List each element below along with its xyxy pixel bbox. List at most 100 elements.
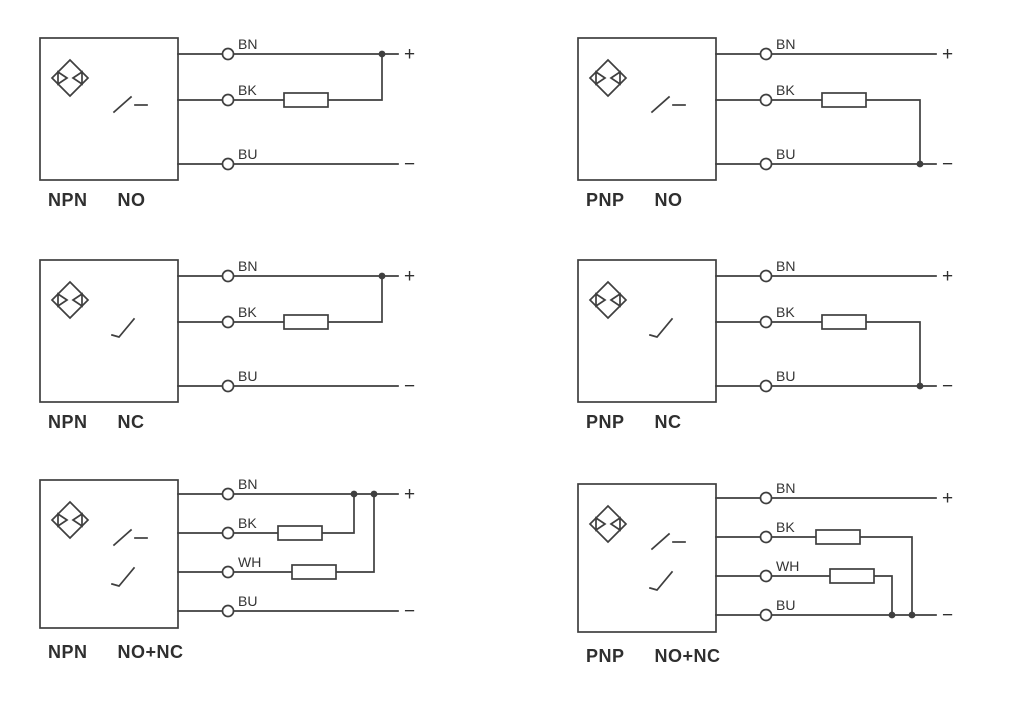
diagram-cell-pnp-no: BN BK BU + − PNP NO bbox=[576, 36, 1006, 211]
sensor-body bbox=[39, 259, 179, 403]
no-contact-icon bbox=[650, 532, 686, 551]
junction-dot bbox=[916, 382, 924, 390]
sensor-body bbox=[577, 259, 717, 403]
terminal-bu bbox=[759, 157, 773, 171]
load-resistor-no bbox=[277, 525, 323, 541]
no-contact-icon bbox=[112, 528, 148, 547]
nc-contact-icon bbox=[110, 317, 136, 338]
terminal-bk bbox=[759, 93, 773, 107]
diagram-cell-npn-no: BN BK BU + − NPN NO bbox=[38, 36, 468, 211]
plus-label: + bbox=[942, 488, 953, 509]
wiring-diagram-npn-nc: BN BK BU + − bbox=[39, 258, 415, 403]
nc-contact-icon bbox=[648, 570, 674, 591]
diagram-caption: NPN NO bbox=[48, 190, 468, 211]
wire-lines bbox=[715, 497, 937, 616]
plus-label: + bbox=[404, 484, 415, 505]
terminal-bu bbox=[221, 604, 235, 618]
wire-label-wh: WH bbox=[238, 554, 261, 570]
terminal-bk bbox=[759, 530, 773, 544]
sensor-type-label: NPN bbox=[48, 190, 88, 210]
proximity-sensor-icon bbox=[50, 500, 90, 540]
wire-label-bn: BN bbox=[238, 478, 257, 492]
load-resistor-nc bbox=[291, 564, 337, 580]
sensor-body bbox=[577, 483, 717, 633]
sensor-type-label: NPN bbox=[48, 642, 88, 662]
diagram-cell-pnp-no-nc: BN BK WH BU + − PNP NO+NC bbox=[576, 482, 1006, 667]
diagram-caption: NPN NC bbox=[48, 412, 468, 433]
diagram-caption: PNP NC bbox=[586, 412, 1006, 433]
terminal-wh bbox=[759, 569, 773, 583]
wire-lines bbox=[715, 53, 937, 165]
wire-label-bu: BU bbox=[238, 368, 257, 384]
load-resistor bbox=[821, 92, 867, 108]
terminal-bn bbox=[759, 269, 773, 283]
terminal-bk bbox=[221, 93, 235, 107]
wire-label-bu: BU bbox=[776, 146, 795, 162]
plus-label: + bbox=[404, 266, 415, 287]
sensor-body bbox=[577, 37, 717, 181]
wire-label-bk: BK bbox=[776, 82, 795, 98]
minus-label: − bbox=[404, 154, 415, 175]
minus-label: − bbox=[404, 601, 415, 622]
terminal-bn bbox=[759, 47, 773, 61]
diagram-cell-npn-nc: BN BK BU + − NPN NC bbox=[38, 258, 468, 433]
minus-label: − bbox=[942, 376, 953, 397]
sensor-body bbox=[39, 37, 179, 181]
proximity-sensor-icon bbox=[588, 504, 628, 544]
wiring-diagram-pnp-nc: BN BK BU + − bbox=[577, 258, 953, 403]
diagram-cell-pnp-nc: BN BK BU + − PNP NC bbox=[576, 258, 1006, 433]
terminal-bn bbox=[221, 47, 235, 61]
wire-label-wh: WH bbox=[776, 558, 799, 574]
junction-dot bbox=[350, 490, 358, 498]
contact-type-label: NO+NC bbox=[654, 646, 721, 666]
contact-type-label: NO bbox=[117, 190, 146, 210]
terminal-bn bbox=[759, 491, 773, 505]
minus-label: − bbox=[942, 154, 953, 175]
proximity-sensor-icon bbox=[588, 58, 628, 98]
load-resistor-no bbox=[815, 529, 861, 545]
junction-dot bbox=[888, 611, 896, 619]
wire-label-bu: BU bbox=[776, 597, 795, 613]
plus-label: + bbox=[942, 44, 953, 65]
terminal-bn bbox=[221, 487, 235, 501]
proximity-sensor-icon bbox=[588, 280, 628, 320]
wire-label-bn: BN bbox=[238, 258, 257, 274]
proximity-sensor-icon bbox=[50, 58, 90, 98]
wire-label-bn: BN bbox=[776, 482, 795, 496]
wire-label-bk: BK bbox=[238, 304, 257, 320]
wire-label-bn: BN bbox=[776, 258, 795, 274]
diagram-caption: PNP NO+NC bbox=[586, 646, 1006, 667]
wiring-diagram-pnp-no-nc: BN BK WH BU + − bbox=[577, 482, 953, 633]
terminal-bu bbox=[759, 608, 773, 622]
wiring-diagram-npn-no: BN BK BU + − bbox=[39, 36, 415, 181]
wire-lines bbox=[177, 493, 399, 612]
minus-label: − bbox=[404, 376, 415, 397]
junction-dot bbox=[378, 272, 386, 280]
wire-label-bu: BU bbox=[238, 146, 257, 162]
terminal-bk bbox=[221, 315, 235, 329]
sensor-type-label: NPN bbox=[48, 412, 88, 432]
plus-label: + bbox=[404, 44, 415, 65]
terminal-bn bbox=[221, 269, 235, 283]
wire-label-bk: BK bbox=[776, 519, 795, 535]
load-resistor bbox=[283, 92, 329, 108]
terminal-bu bbox=[221, 157, 235, 171]
wiring-diagram-npn-no-nc: BN BK WH BU + − bbox=[39, 478, 415, 629]
nc-contact-icon bbox=[648, 317, 674, 338]
wire-label-bn: BN bbox=[238, 36, 257, 52]
wire-label-bu: BU bbox=[776, 368, 795, 384]
load-resistor bbox=[821, 314, 867, 330]
terminal-wh bbox=[221, 565, 235, 579]
wire-lines bbox=[177, 275, 399, 387]
contact-type-label: NC bbox=[654, 412, 682, 432]
diagram-caption: PNP NO bbox=[586, 190, 1006, 211]
wiring-diagram-pnp-no: BN BK BU + − bbox=[577, 36, 953, 181]
contact-type-label: NO bbox=[654, 190, 683, 210]
wire-lines bbox=[177, 53, 399, 165]
wire-label-bn: BN bbox=[776, 36, 795, 52]
nc-contact-icon bbox=[110, 566, 136, 587]
terminal-bu bbox=[221, 379, 235, 393]
wire-label-bk: BK bbox=[238, 82, 257, 98]
plus-label: + bbox=[942, 266, 953, 287]
terminal-bu bbox=[759, 379, 773, 393]
